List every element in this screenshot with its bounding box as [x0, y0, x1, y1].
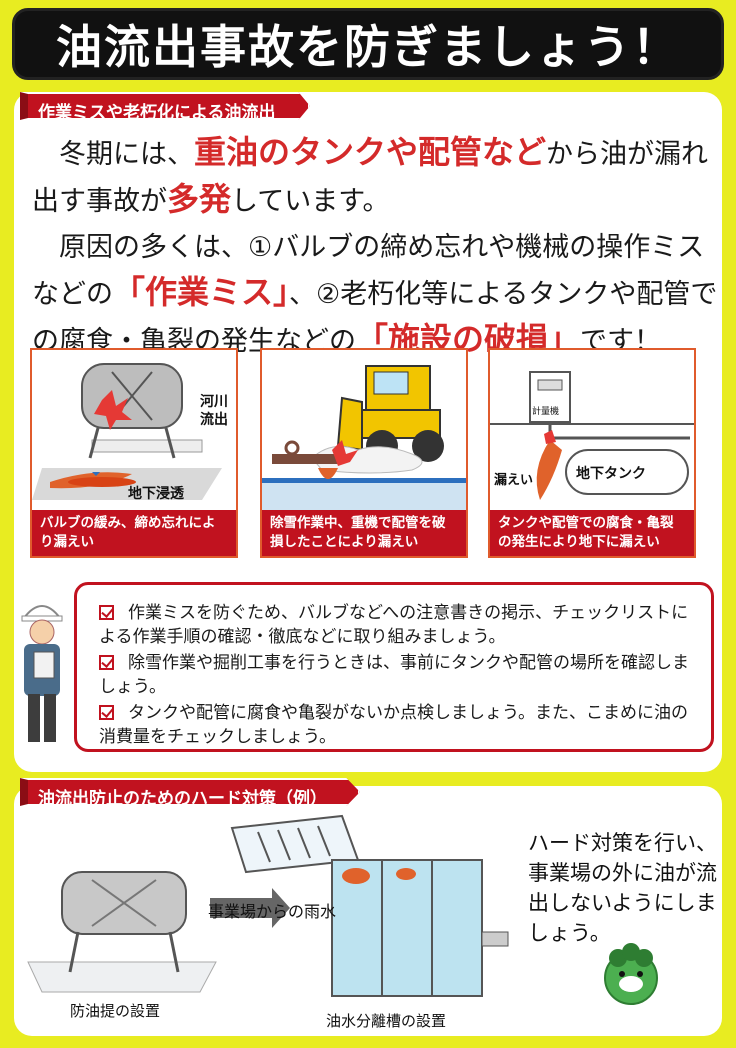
label-infiltration: 地下浸透 — [128, 485, 185, 501]
title-bar: 油流出事故を防ぎましょう！ — [12, 8, 724, 80]
intro-highlight-frequent: 多発 — [167, 180, 232, 218]
case-valve-leak: 河川 流出 地下浸透 バルブの緩み、締め忘れにより漏えい — [30, 348, 238, 558]
mascot-illustration — [604, 943, 658, 1005]
checklist-text: 作業ミスを防ぐため、バルブなどへの注意書きの掲示、チェックリストによる作業手順の… — [99, 603, 689, 647]
checklist-item: 除雪作業や掘削工事を行うときは、事前にタンクや配管の場所を確認しましょう。 — [99, 651, 695, 699]
label-outflow: 流出 — [200, 411, 228, 427]
intro-text: 冬期には、 — [32, 139, 194, 170]
cause-text: 原因の多くは、①バルブの締め忘れや機械の操作ミスなどの — [32, 232, 705, 310]
case-caption: 除雪作業中、重機で配管を破損したことにより漏えい — [262, 510, 466, 556]
case-corrosion-leak: 計量機 漏えい 地下タンク タンクや配管での腐食・亀裂の発生により地下に漏えい — [488, 348, 696, 558]
intro-text: しています。 — [231, 186, 390, 217]
checklist-text: 除雪作業や掘削工事を行うときは、事前にタンクや配管の場所を確認しましょう。 — [99, 653, 689, 697]
case-snow-plow-damage: 除雪作業中、重機で配管を破損したことにより漏えい — [260, 348, 468, 558]
checkbox-icon — [99, 605, 114, 620]
checklist-item: 作業ミスを防ぐため、バルブなどへの注意書きの掲示、チェックリストによる作業手順の… — [99, 601, 695, 649]
checkbox-icon — [99, 655, 114, 670]
corrosion-leak-illustration: 計量機 漏えい 地下タンク — [490, 350, 694, 510]
snow-plow-illustration — [262, 350, 466, 510]
label-rainwater: 事業場からの雨水 — [208, 902, 337, 921]
label-oil-separator: 油水分離槽の設置 — [326, 1012, 447, 1030]
case-caption: タンクや配管での腐食・亀裂の発生により地下に漏えい — [490, 510, 694, 556]
checkbox-icon — [99, 705, 114, 720]
checklist-panel: 作業ミスを防ぐため、バルブなどへの注意書きの掲示、チェックリストによる作業手順の… — [74, 582, 714, 752]
hard-measures-message: ハード対策を行い、事業場の外に油が流出しないようにしましょう。 — [528, 831, 717, 945]
label-underground-tank: 地下タンク — [576, 465, 646, 481]
section-tab-hard-measures: 油流出防止のためのハード対策（例） — [20, 778, 360, 806]
cause-paragraph: 原因の多くは、①バルブの締め忘れや機械の操作ミスなどの「作業ミス」、②老朽化等に… — [32, 226, 722, 364]
cause-highlight-work-mistake: 「作業ミス」 — [113, 273, 290, 311]
intro-text: から油が漏れ出す事故が — [32, 139, 709, 217]
valve-leak-illustration: 河川 流出 地下浸透 — [32, 350, 236, 510]
label-leak: 漏えい — [494, 472, 533, 487]
label-meter: 計量機 — [532, 405, 559, 416]
intro-paragraph: 冬期には、重油のタンクや配管などから油が漏れ出す事故が多発しています。 — [32, 130, 722, 224]
section-tab-causes: 作業ミスや老朽化による油流出 — [20, 92, 310, 120]
label-oil-dike: 防油提の設置 — [70, 1002, 161, 1020]
worker-illustration — [21, 605, 63, 742]
page-title: 油流出事故を防ぎましょう！ — [56, 20, 680, 74]
case-caption: バルブの緩み、締め忘れにより漏えい — [32, 510, 236, 556]
checklist-item: タンクや配管に腐食や亀裂がないか点検しましょう。また、こまめに油の消費量をチェッ… — [99, 701, 695, 749]
label-river: 河川 — [200, 393, 228, 409]
intro-highlight-tanks: 重油のタンクや配管など — [194, 133, 547, 171]
hard-measures-illustration — [27, 814, 509, 997]
checklist-text: タンクや配管に腐食や亀裂がないか点検しましょう。また、こまめに油の消費量をチェッ… — [99, 703, 688, 747]
